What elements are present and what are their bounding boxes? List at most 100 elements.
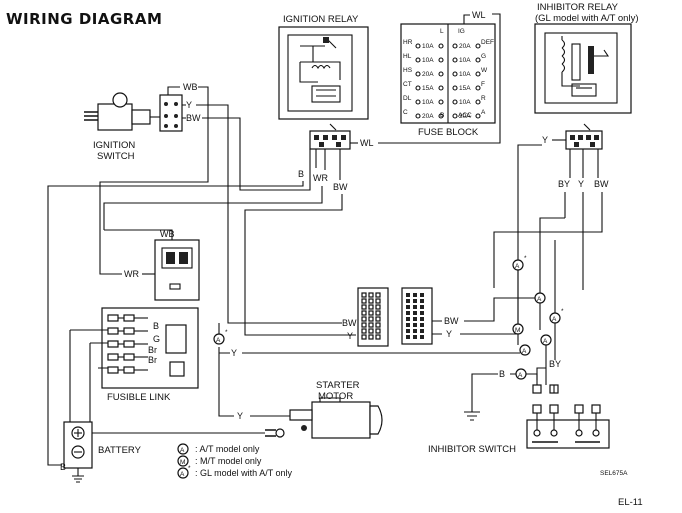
svg-text:WB: WB (160, 229, 175, 239)
connector-pin (420, 323, 424, 327)
inhibitor-relay-connector (565, 123, 603, 150)
ignition-relay-connector (309, 123, 351, 150)
svg-text:B: B (153, 321, 159, 331)
connector-pin (420, 329, 424, 333)
inhibitor-relay (534, 23, 632, 114)
connector-pin (361, 334, 367, 340)
svg-text:10A: 10A (422, 43, 434, 50)
wr-connector (154, 239, 200, 301)
svg-text:M: M (515, 327, 520, 334)
svg-text:B: B (298, 169, 304, 179)
marker-a-star-right: A * (512, 255, 527, 271)
svg-text:20A: 20A (459, 43, 471, 50)
connector-pin (406, 311, 410, 315)
svg-text:B: B (499, 369, 505, 379)
svg-text:*: * (188, 465, 191, 472)
inhibitor-switch (526, 404, 610, 449)
central-connector-a (357, 287, 389, 347)
connector-pin (375, 298, 381, 304)
connector-pin (368, 316, 374, 322)
svg-text:C: C (403, 109, 408, 116)
battery (63, 421, 93, 483)
svg-text:HS: HS (403, 67, 413, 74)
inhibitor-relay-sublabel: (GL model with A/T only) (535, 13, 638, 24)
svg-text:A: A (216, 337, 221, 344)
svg-text:B: B (60, 462, 66, 472)
connector-pin (413, 335, 417, 339)
connector-pin (420, 317, 424, 321)
svg-text:Y: Y (231, 348, 237, 358)
page-title: WIRING DIAGRAM (6, 10, 162, 28)
connector-pin (420, 299, 424, 303)
fusible-link (69, 307, 199, 465)
svg-text:A: A (180, 447, 185, 454)
connector-pin (375, 328, 381, 334)
svg-text:BW: BW (444, 316, 459, 326)
fuse-c: C 20A (403, 109, 444, 120)
page-number: EL-11 (618, 497, 643, 508)
svg-text:A: A (481, 109, 486, 116)
ignition-relay-label: IGNITION RELAY (283, 14, 359, 25)
connector-pin (361, 310, 367, 316)
connector-pin (420, 311, 424, 315)
ignition-switch-sublabel: SWITCH (97, 151, 135, 162)
svg-text:A: A (522, 348, 527, 355)
svg-text:20A: 20A (422, 113, 434, 120)
svg-text:DL: DL (403, 95, 412, 102)
connector-pin (361, 292, 367, 298)
svg-text:BW: BW (342, 318, 357, 328)
figure-code: SEL675A (600, 470, 628, 477)
connector-pin (375, 334, 381, 340)
svg-text:15A: 15A (459, 85, 471, 92)
fuse-block (400, 23, 496, 124)
svg-text:WL: WL (472, 10, 486, 20)
connector-pin (413, 323, 417, 327)
connector-pin (368, 304, 374, 310)
connector-pin (361, 304, 367, 310)
svg-text:BY: BY (549, 359, 561, 369)
marker-a-2: A (519, 344, 531, 356)
connector-pin (368, 310, 374, 316)
connector-pin (406, 293, 410, 297)
svg-text:R: R (481, 95, 486, 102)
fuse-hs: HS 20A (403, 67, 444, 78)
svg-text:A: A (515, 263, 520, 270)
svg-text:DEF: DEF (481, 39, 494, 46)
fusible-link-label: FUSIBLE LINK (107, 392, 171, 403)
svg-text:: M/T model only: : M/T model only (195, 456, 262, 466)
svg-text:Y: Y (578, 179, 584, 189)
legend-item: A: A/T model only (177, 443, 260, 455)
svg-text:A: A (180, 471, 185, 478)
starter-motor (289, 397, 383, 439)
fuse-def: 20A DEF (452, 39, 494, 50)
svg-text:Br: Br (148, 345, 157, 355)
svg-text:WB: WB (183, 82, 198, 92)
connector-pin (361, 316, 367, 322)
svg-text:Y: Y (542, 135, 548, 145)
legend-item: M: M/T model only (177, 455, 262, 467)
connector-pin (406, 317, 410, 321)
svg-text:Y: Y (347, 331, 353, 341)
connector-pin (420, 293, 424, 297)
svg-text:*: * (561, 308, 564, 315)
svg-text:Y: Y (446, 329, 452, 339)
svg-text:HL: HL (403, 53, 412, 60)
connector-pin (375, 310, 381, 316)
marker-a-4: A (515, 368, 527, 380)
svg-text:20A: 20A (422, 71, 434, 78)
svg-text:BW: BW (333, 182, 348, 192)
svg-text:HR: HR (403, 39, 413, 46)
fusible-link-row (107, 314, 148, 322)
svg-text:L: L (440, 28, 444, 35)
marker-a-1: A (534, 292, 546, 304)
connector-pin (420, 335, 424, 339)
connector-pin (406, 323, 410, 327)
svg-text:ACC: ACC (458, 112, 472, 119)
connector-pin (406, 299, 410, 303)
connector-pin (361, 298, 367, 304)
connector-pin (368, 292, 374, 298)
